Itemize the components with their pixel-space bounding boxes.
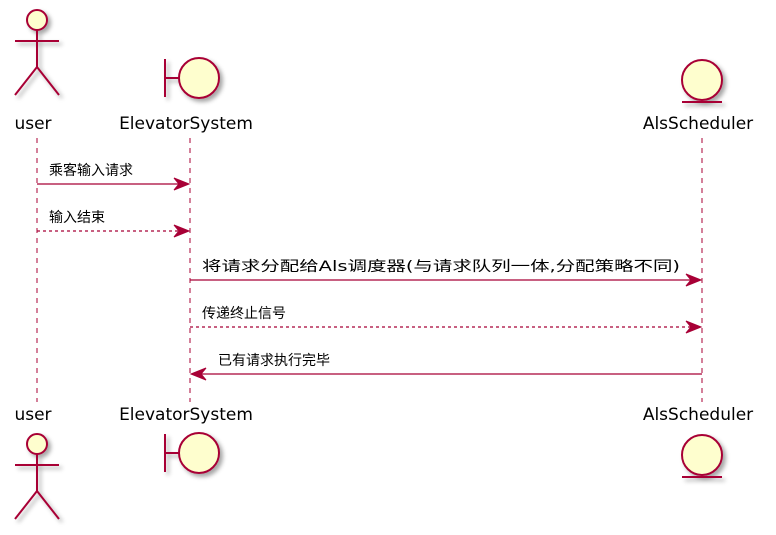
boundary-elevator-system-icon-bottom <box>164 432 220 474</box>
message-3-arrowhead <box>685 273 703 287</box>
participant-elevator-system-label-top: ElevatorSystem <box>119 114 253 134</box>
message-5: 已有请求执行完毕 <box>189 353 702 381</box>
message-1-arrowhead <box>173 177 191 191</box>
actor-user-icon-bottom <box>14 433 60 520</box>
entity-als-scheduler-icon <box>681 59 723 103</box>
participant-elevator-system-label-bottom: ElevatorSystem <box>119 405 253 425</box>
message-3-label: 将请求分配给Als调度器(与请求队列一体,分配策略不同) <box>202 258 680 275</box>
message-1: 乘客输入请求 <box>37 162 191 191</box>
actor-user-icon <box>14 9 60 96</box>
message-5-label: 已有请求执行完毕 <box>218 353 330 369</box>
message-1-label: 乘客输入请求 <box>49 162 133 179</box>
participant-als-scheduler-label-bottom: AlsScheduler <box>643 405 753 425</box>
message-2: 输入结束 <box>37 210 191 238</box>
participant-user-label-bottom: user <box>14 405 51 425</box>
participant-user-label-top: user <box>14 114 51 134</box>
message-4-arrowhead <box>685 320 703 334</box>
entity-als-scheduler-icon-bottom <box>681 434 723 478</box>
participant-als-scheduler-label-top: AlsScheduler <box>643 114 753 134</box>
message-5-arrowhead <box>189 367 207 381</box>
message-4-label: 传递终止信号 <box>202 306 286 322</box>
message-2-label: 输入结束 <box>49 210 105 226</box>
message-4: 传递终止信号 <box>190 306 703 334</box>
message-2-arrowhead <box>173 224 191 238</box>
message-3: 将请求分配给Als调度器(与请求队列一体,分配策略不同) <box>190 258 703 287</box>
boundary-elevator-system-icon <box>164 57 220 99</box>
